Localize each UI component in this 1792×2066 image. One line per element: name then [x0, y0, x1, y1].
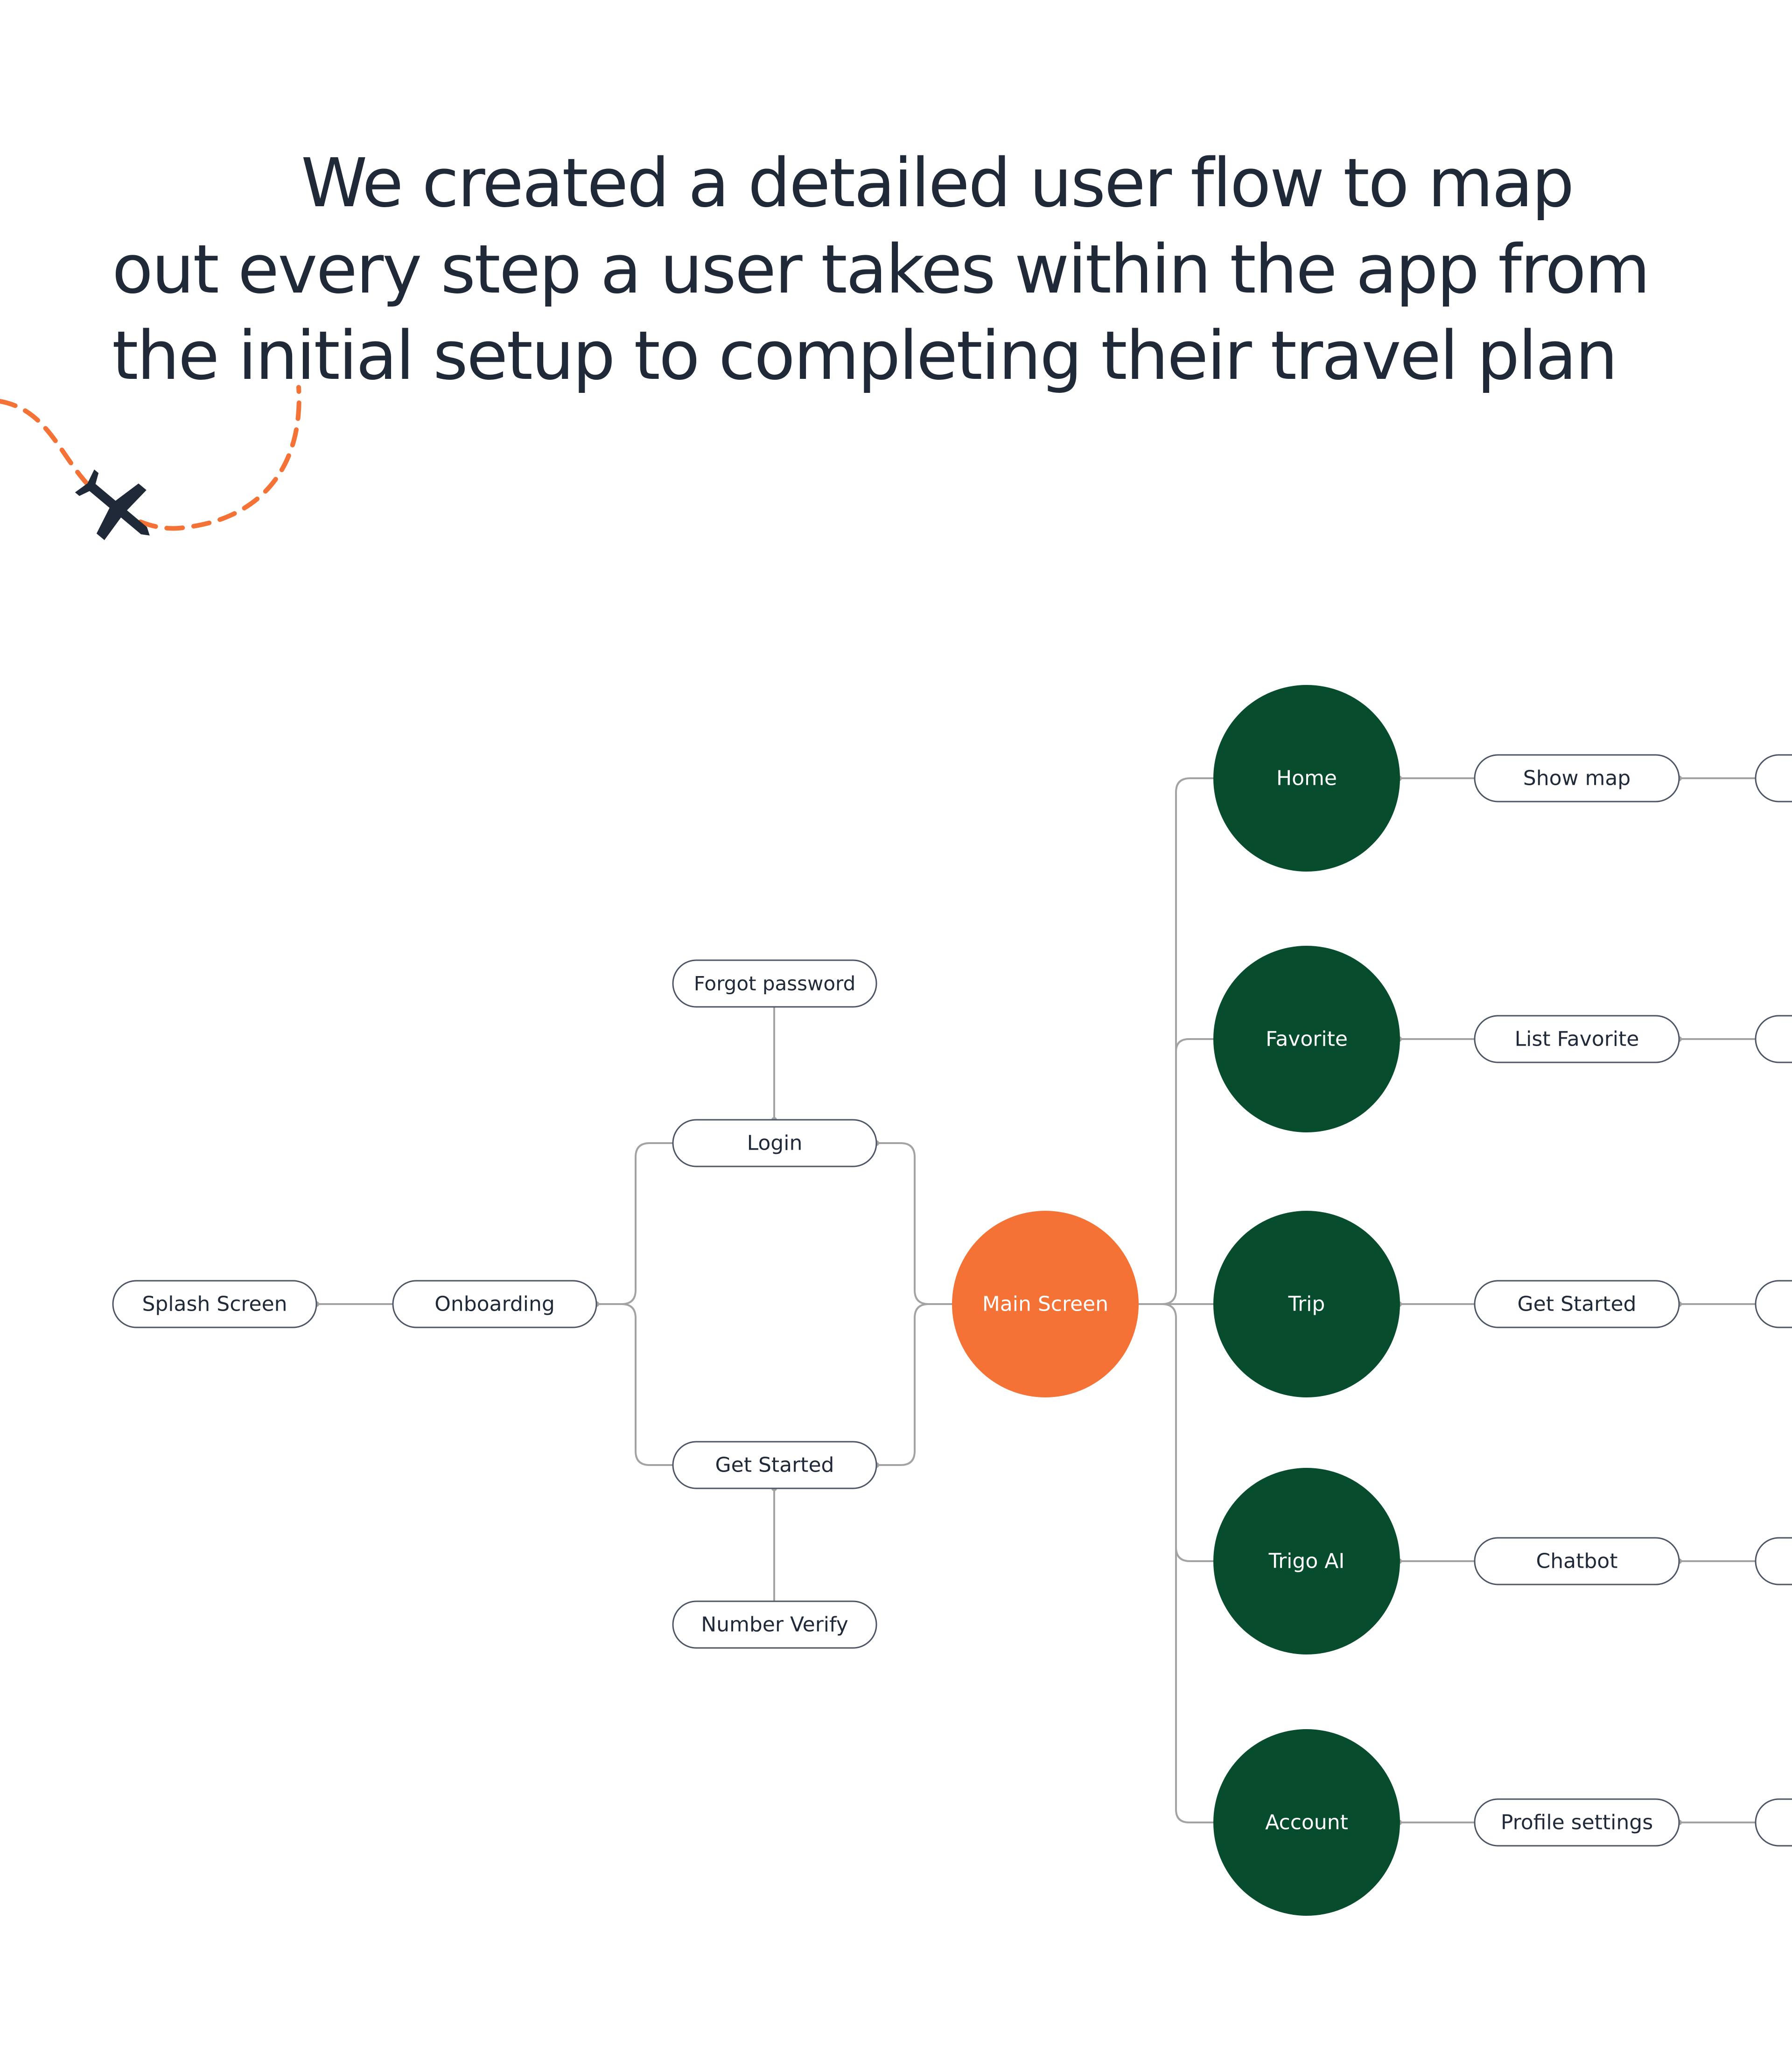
- next-node-trip: [1755, 1280, 1792, 1328]
- headline-line-3: the initial setup to completing their tr…: [112, 316, 1618, 395]
- connector-onboarding-getstarted: [621, 1303, 673, 1466]
- forgot-password-label: Forgot password: [694, 972, 855, 995]
- login-node: Login: [672, 1119, 877, 1167]
- list-favorite-label: List Favorite: [1515, 1027, 1639, 1051]
- number-verify-node: Number Verify: [672, 1600, 877, 1649]
- section-trip-node: Trip: [1213, 1211, 1400, 1397]
- section-favorite-node: Favorite: [1213, 946, 1400, 1132]
- login-label: Login: [747, 1131, 803, 1155]
- onboarding-node: Onboarding: [392, 1280, 597, 1328]
- section-account-label: Account: [1265, 1811, 1348, 1835]
- next-node-favorite: [1755, 1015, 1792, 1063]
- forgot-password-node: Forgot password: [672, 959, 877, 1008]
- show-map-node: Show map: [1474, 754, 1680, 803]
- dashed-flight-path: [0, 385, 301, 531]
- section-account-node: Account: [1213, 1729, 1400, 1916]
- main-screen-node: Main Screen: [952, 1211, 1139, 1397]
- section-trigo-ai-node: Trigo AI: [1213, 1468, 1400, 1654]
- headline-line-1: We created a detailed user flow to map: [301, 144, 1575, 222]
- connector-bus-favorite: [1175, 1038, 1214, 1052]
- connector-getstarted-main: [876, 1303, 929, 1466]
- get-started-node: Get Started: [672, 1441, 877, 1489]
- section-favorite-label: Favorite: [1266, 1027, 1348, 1051]
- next-node-account: [1755, 1798, 1792, 1847]
- connector-bus-home: [1162, 777, 1214, 1305]
- headline-line-2: out every step a user takes within the a…: [112, 230, 1650, 308]
- connectors: [316, 777, 1756, 1823]
- section-trigo-ai-label: Trigo AI: [1268, 1550, 1345, 1573]
- pill-nodes: Splash Screen Onboarding Forgot password…: [112, 754, 1792, 1847]
- trip-get-started-label: Get Started: [1518, 1292, 1637, 1316]
- get-started-label: Get Started: [715, 1453, 834, 1477]
- number-verify-label: Number Verify: [701, 1613, 848, 1637]
- main-screen-label: Main Screen: [982, 1292, 1108, 1316]
- connector-onboarding-login: [596, 1142, 673, 1305]
- section-home-node: Home: [1213, 685, 1400, 872]
- chatbot-node: Chatbot: [1474, 1537, 1680, 1585]
- list-favorite-node: List Favorite: [1474, 1015, 1680, 1063]
- section-trip-label: Trip: [1288, 1292, 1325, 1316]
- splash-screen-node: Splash Screen: [112, 1280, 317, 1328]
- chatbot-label: Chatbot: [1536, 1550, 1618, 1573]
- show-map-label: Show map: [1523, 767, 1631, 790]
- airplane-icon: [75, 469, 150, 540]
- profile-settings-node: Profile settings: [1474, 1798, 1680, 1847]
- next-node-home: [1755, 754, 1792, 803]
- next-node-trigo: [1755, 1537, 1792, 1585]
- connector-bus-account: [1175, 1547, 1214, 1823]
- section-home-label: Home: [1276, 767, 1337, 790]
- trip-get-started-node: Get Started: [1474, 1280, 1680, 1328]
- onboarding-label: Onboarding: [434, 1292, 555, 1316]
- profile-settings-label: Profile settings: [1501, 1811, 1653, 1835]
- connector-login-main: [876, 1142, 953, 1305]
- headline: We created a detailed user flow to map o…: [112, 140, 1652, 399]
- flight-path-decoration: [0, 385, 301, 540]
- splash-screen-label: Splash Screen: [142, 1292, 287, 1316]
- connector-bus-trigo: [1162, 1303, 1214, 1562]
